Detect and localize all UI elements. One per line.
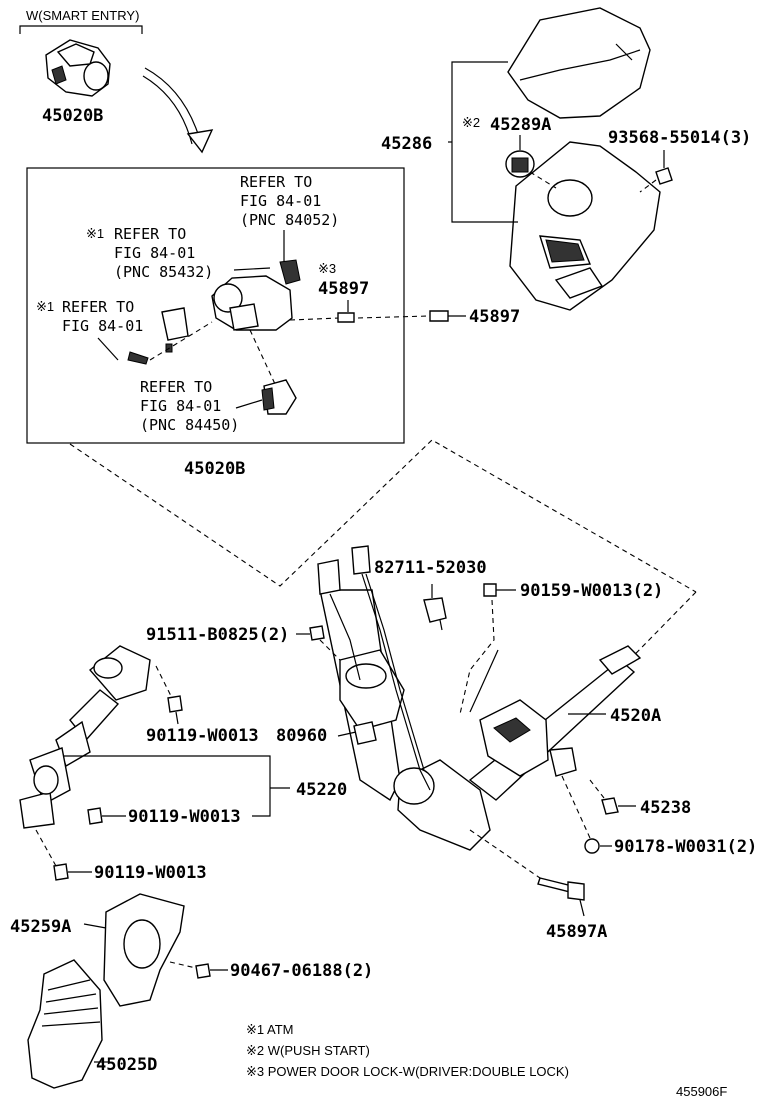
ref3-line1: REFER TO [62, 298, 134, 316]
ref2-mark: ※1 [86, 226, 104, 241]
clip-90467 [169, 961, 228, 979]
ref-84450: REFER TO FIG 84-01 (PNC 84450) [140, 378, 263, 434]
bracket-45220 [64, 755, 290, 817]
boot-45025d-drawing [27, 959, 110, 1089]
ref3-mark: ※1 [36, 299, 54, 314]
part-90159-label: 90159-W0013(2) [520, 581, 663, 601]
diagram-id: 455906F [676, 1084, 727, 1099]
part-90119-c-label: 90119-W0013 [94, 863, 207, 883]
intermediate-shaft-drawing [19, 645, 151, 829]
bolt-90119-c [35, 829, 92, 881]
part-45238-drawing [589, 779, 636, 815]
ref2-line3: (PNC 85432) [114, 263, 213, 281]
part-45020b-top-drawing [45, 39, 111, 97]
note-2: ※2 W(PUSH START) [246, 1043, 370, 1058]
ignition-switch-drawing [127, 259, 301, 415]
part-45238-label: 45238 [640, 798, 691, 818]
part-45259a-label: 45259A [10, 917, 71, 937]
bolt-90119-b [87, 807, 126, 825]
notes: ※1 ATM ※2 W(PUSH START) ※3 POWER DOOR LO… [246, 1022, 569, 1079]
part-45289a-drawing [505, 135, 557, 189]
box-dashed-lines [149, 315, 431, 385]
bolt-45897-outer [429, 310, 466, 322]
bolt-91511 [296, 625, 341, 661]
bolt-90159 [459, 583, 516, 715]
clip-82711 [423, 584, 447, 631]
ref3-line2: FIG 84-01 [62, 317, 143, 335]
ref1-line3: (PNC 84052) [240, 211, 339, 229]
part-45897-mark: ※3 [318, 261, 336, 276]
screw-93568-drawing [639, 150, 673, 193]
cover-45259a-drawing [83, 893, 185, 1007]
bracket-45286 [448, 61, 518, 223]
part-90119-b-label: 90119-W0013 [128, 807, 241, 827]
nut-90178 [561, 775, 612, 854]
part-45289a-label: 45289A [490, 115, 551, 135]
part-82711-label: 82711-52030 [374, 558, 487, 578]
curved-arrow [142, 67, 214, 154]
ref-85432: ※1 REFER TO FIG 84-01 (PNC 85432) [86, 225, 271, 281]
bolt-45897a [469, 829, 585, 917]
ref1-line1: REFER TO [240, 173, 312, 191]
wire-harness [317, 545, 431, 791]
main-dashed-outline [69, 439, 697, 593]
ref2-line1: REFER TO [114, 225, 186, 243]
part-80960-drawing [337, 721, 377, 745]
note-1: ※1 ATM [246, 1022, 294, 1037]
part-45286-label: 45286 [381, 134, 432, 154]
column-cover-lower [509, 141, 661, 311]
ref4-line3: (PNC 84450) [140, 416, 239, 434]
part-45897-outer-label: 45897 [469, 307, 520, 327]
part-45897a-label: 45897A [546, 922, 607, 942]
ref-fig84-left: ※1 REFER TO FIG 84-01 [36, 298, 143, 361]
smart-entry-label: W(SMART ENTRY) [26, 8, 139, 23]
bolt-45897-inner [337, 300, 355, 323]
ref-84052: REFER TO FIG 84-01 (PNC 84052) [240, 173, 339, 262]
bracket-wire [469, 649, 499, 713]
switch-assembly-box [26, 167, 405, 444]
ref4-line2: FIG 84-01 [140, 397, 221, 415]
steering-column-drawing [319, 589, 642, 851]
part-93568-label: 93568-55014(3) [608, 128, 751, 148]
part-91511-label: 91511-B0825(2) [146, 625, 289, 645]
note-3: ※3 POWER DOOR LOCK-W(DRIVER:DOUBLE LOCK) [246, 1064, 569, 1079]
bolt-90119-a [155, 665, 183, 725]
part-90119-a-label: 90119-W0013 [146, 726, 259, 746]
ref1-line2: FIG 84-01 [240, 192, 321, 210]
ref2-line2: FIG 84-01 [114, 244, 195, 262]
part-45020b-bottom-label: 45020B [184, 459, 245, 479]
smart-entry-bracket: W(SMART ENTRY) [19, 8, 143, 34]
column-cover-upper [507, 7, 651, 119]
part-45220-label: 45220 [296, 780, 347, 800]
part-4520a-label: 4520A [610, 706, 661, 726]
part-45020b-top-label: 45020B [42, 106, 103, 126]
ref4-line1: REFER TO [140, 378, 212, 396]
part-90178-label: 90178-W0031(2) [614, 837, 757, 857]
part-45025d-label: 45025D [96, 1055, 157, 1075]
part-90467-label: 90467-06188(2) [230, 961, 373, 981]
part-45289a-mark: ※2 [462, 115, 480, 130]
part-45897-inner-label: 45897 [318, 279, 369, 299]
part-80960-label: 80960 [276, 726, 327, 746]
